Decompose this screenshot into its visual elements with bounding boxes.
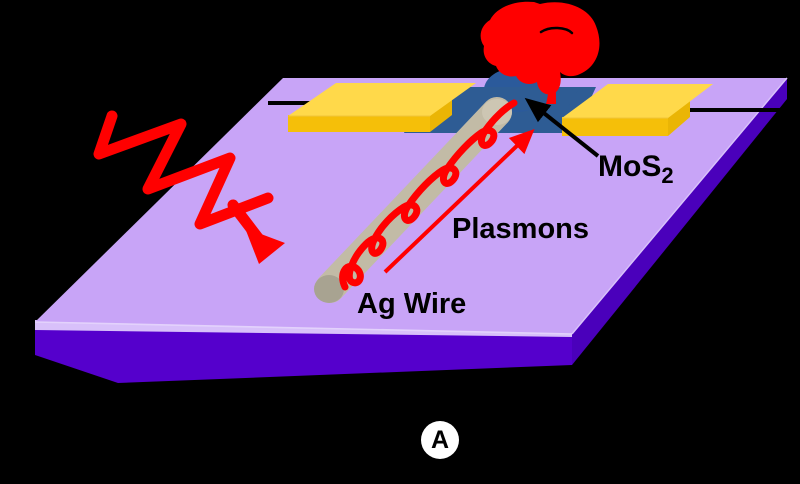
substrate-front-face — [35, 327, 572, 383]
incident-light-tail — [227, 199, 268, 249]
incident-light-zigzag — [93, 110, 274, 230]
right-electrode-top-face — [562, 84, 713, 118]
left-gold-electrode — [288, 83, 476, 132]
mos2-label-subscript: 2 — [661, 163, 673, 188]
plasmons-label: Plasmons — [452, 213, 589, 245]
mos2-flake-join — [452, 87, 580, 110]
emission-burst-stem — [546, 70, 556, 104]
plasmon-wave — [339, 99, 518, 291]
substrate-top-edge-highlight — [34, 321, 573, 335]
substrate-right-edge-highlight — [571, 77, 788, 335]
mos2-label-main: MoS — [598, 150, 661, 183]
panel-label: A — [410, 410, 470, 470]
panel-label-disc: A — [421, 421, 459, 459]
substrate-right-face — [572, 78, 787, 365]
photoluminescence-emission — [480, 1, 600, 104]
right-electrode-front-face — [562, 117, 668, 136]
left-electrode-right-face — [430, 99, 452, 132]
mos2-pointer-arrow — [524, 97, 600, 158]
right-gold-electrode — [562, 84, 713, 136]
left-electrode-front-face — [288, 115, 430, 132]
plasmon-direction-arrow — [383, 128, 535, 274]
right-electrode-right-face — [668, 99, 690, 136]
incident-light-arrow — [93, 110, 285, 264]
left-electrode-top-face — [288, 83, 476, 116]
emission-burst-body — [480, 1, 600, 95]
ag-wire-label: Ag Wire — [357, 288, 466, 320]
emission-burst-notch — [539, 26, 574, 35]
mos2-label: MoS2 — [598, 150, 674, 188]
nanowire-end-cap — [314, 275, 344, 303]
